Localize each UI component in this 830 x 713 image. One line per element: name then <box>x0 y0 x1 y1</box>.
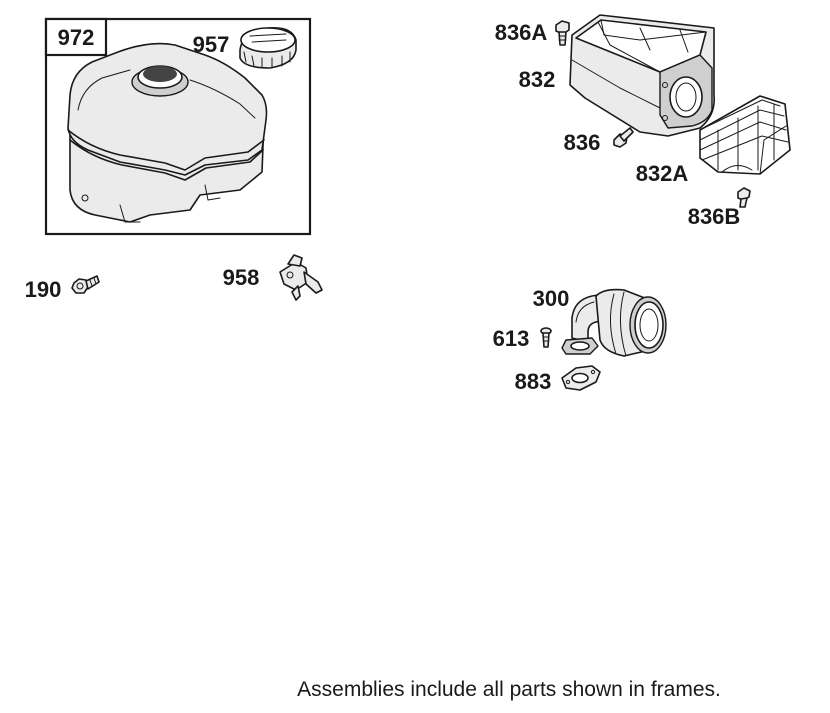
screw-613 <box>540 327 552 348</box>
label-613: 613 <box>493 326 530 351</box>
label-832: 832 <box>519 67 556 92</box>
gasket <box>561 365 601 391</box>
label-832A: 832A <box>636 161 689 186</box>
label-958: 958 <box>223 265 260 290</box>
screw-190 <box>71 275 100 294</box>
label-972: 972 <box>58 25 95 50</box>
label-836: 836 <box>564 130 601 155</box>
assemblies-note: Assemblies include all parts shown in fr… <box>297 678 721 701</box>
air-cleaner-elbow <box>561 288 667 357</box>
muffler <box>569 14 716 137</box>
label-300: 300 <box>533 286 570 311</box>
label-957: 957 <box>193 32 230 57</box>
label-836B: 836B <box>688 204 741 229</box>
assembly-label-box <box>44 17 108 57</box>
label-836A: 836A <box>495 20 548 45</box>
muffler-guard <box>699 95 791 175</box>
fuel-tank <box>67 42 268 223</box>
fuel-shutoff-valve <box>279 254 323 301</box>
screw-836B <box>737 187 751 208</box>
label-190: 190 <box>25 277 62 302</box>
fuel-tank-assembly-frame: 972 <box>44 17 312 236</box>
fuel-cap <box>239 26 297 69</box>
screw-836A <box>555 20 570 46</box>
screw-836 <box>613 127 634 148</box>
label-883: 883 <box>515 369 552 394</box>
